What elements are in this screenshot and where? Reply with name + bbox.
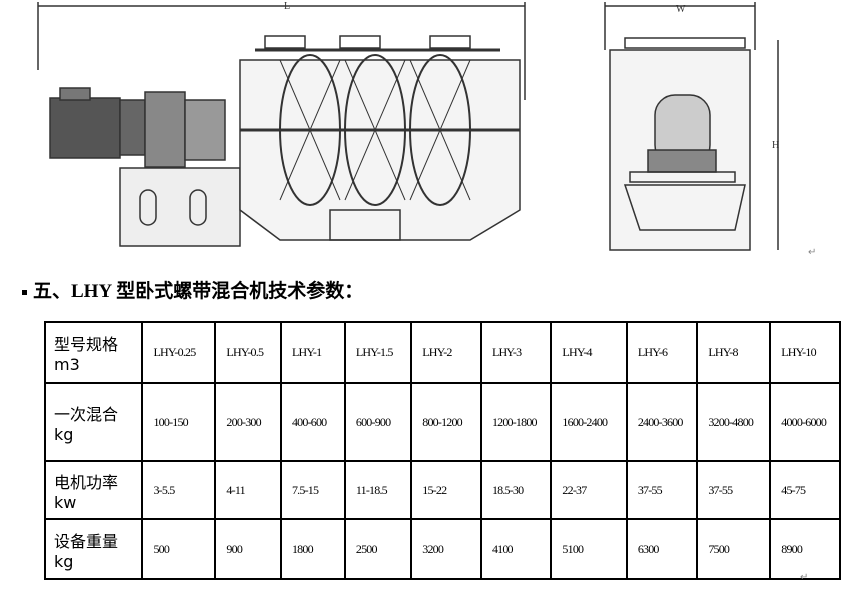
table-cell: LHY-0.5 — [214, 321, 282, 384]
table-cell: 4000-6000 — [769, 382, 841, 462]
row-header: 型号规格 m3 — [43, 321, 144, 384]
table-cell: 600-900 — [343, 382, 413, 462]
table-cell: 1600-2400 — [550, 382, 628, 462]
table-cell: 500 — [141, 518, 217, 580]
table-cell: LHY-3 — [479, 321, 553, 384]
table-cell: 2500 — [343, 518, 413, 580]
table-cell: 7500 — [696, 518, 772, 580]
table-cell: 4100 — [479, 518, 553, 580]
table-cell: 3200-4800 — [696, 382, 772, 462]
table-cell: LHY-8 — [696, 321, 772, 384]
table-cell: 1200-1800 — [479, 382, 553, 462]
table-cell: 5100 — [550, 518, 628, 580]
table-cell: LHY-1 — [279, 321, 346, 384]
table-cell: 200-300 — [214, 382, 282, 462]
end-view: W H — [604, 2, 779, 251]
table-cell: 2400-3600 — [625, 382, 699, 462]
row-header: 一次混合 kg — [43, 382, 144, 462]
table-cell: LHY-10 — [769, 321, 841, 384]
paragraph-mark: ↵ — [800, 572, 809, 583]
table-cell: 4-11 — [214, 460, 282, 520]
section-heading: 五、LHY 型卧式螺带混合机技术参数： — [22, 276, 363, 303]
table-cell: 22-37 — [550, 460, 628, 520]
table-cell: LHY-1.5 — [343, 321, 413, 384]
mixer-technical-drawing: L W H — [37, 1, 779, 251]
table-cell: LHY-4 — [550, 321, 628, 384]
height-label: H — [772, 140, 779, 151]
width-label: W — [676, 4, 686, 15]
table-cell: LHY-0.25 — [141, 321, 217, 384]
row-header: 设备重量 kg — [43, 518, 144, 580]
table-cell: 45-75 — [769, 460, 841, 520]
paragraph-mark: ↵ — [808, 247, 817, 258]
side-view: L — [37, 1, 526, 247]
table-cell: 900 — [214, 518, 282, 580]
table-cell: 11-18.5 — [343, 460, 413, 520]
table-cell: 3200 — [410, 518, 482, 580]
heading-text: 五、LHY 型卧式螺带混合机技术参数： — [33, 281, 364, 302]
table-cell: LHY-6 — [625, 321, 699, 384]
table-cell: 8900 — [769, 518, 841, 580]
table-cell: 18.5-30 — [479, 460, 553, 520]
row-header: 电机功率 kw — [43, 460, 144, 520]
table-cell: 15-22 — [410, 460, 482, 520]
table-cell: 3-5.5 — [141, 460, 217, 520]
table-cell: 7.5-15 — [279, 460, 346, 520]
table-cell: 37-55 — [625, 460, 699, 520]
table-cell: 6300 — [625, 518, 699, 580]
table-cell: 800-1200 — [410, 382, 482, 462]
table-cell: 37-55 — [696, 460, 772, 520]
table-cell: 100-150 — [141, 382, 217, 462]
length-label: L — [284, 1, 290, 12]
table-cell: 1800 — [279, 518, 346, 580]
bullet-icon — [22, 290, 27, 296]
table-cell: 400-600 — [279, 382, 346, 462]
table-cell: LHY-2 — [410, 321, 482, 384]
